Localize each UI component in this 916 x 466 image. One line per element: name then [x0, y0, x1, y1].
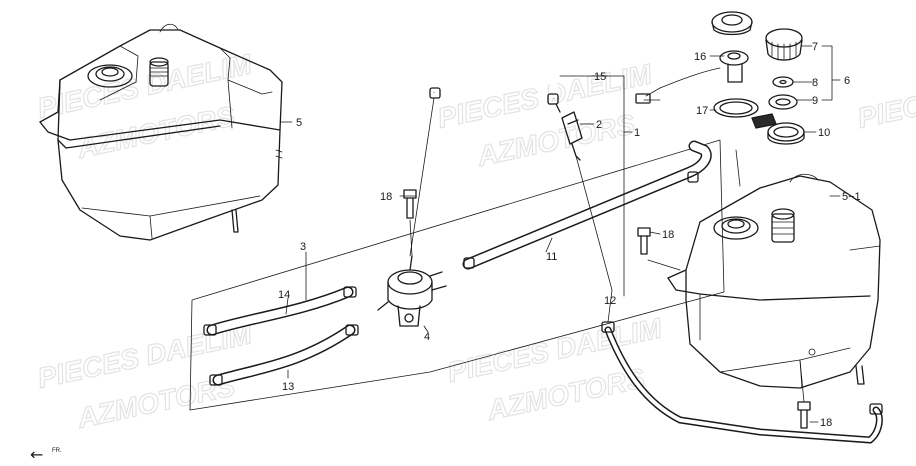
callout-numbers: 5 15 2 1 16 17 7 8 9 6 10 5−1 3 18 18 11…	[278, 41, 861, 429]
callout-2: 2	[596, 119, 602, 131]
callout-5-1: 5−1	[842, 191, 861, 203]
hose-11	[462, 140, 712, 270]
callout-17: 17	[696, 105, 708, 117]
callout-4: 4	[424, 331, 430, 343]
front-label: FR.	[52, 448, 62, 454]
leader-lines	[409, 75, 805, 403]
callout-18: 18	[820, 417, 832, 429]
callout-1: 1	[634, 127, 640, 139]
bolt-18-lower	[797, 401, 811, 429]
callout-8: 8	[812, 77, 818, 89]
callout-5: 5	[296, 117, 302, 129]
callout-15: 15	[594, 71, 606, 83]
hose-13	[209, 324, 359, 386]
callout-18: 18	[662, 229, 674, 241]
fuel-cock-4	[377, 255, 447, 327]
callout-9: 9	[812, 95, 818, 107]
fuel-filter-2	[561, 111, 583, 161]
fuel-tank-5-1	[667, 173, 881, 389]
group-bracket-6	[821, 45, 841, 101]
hose-14	[203, 286, 357, 336]
callout-13: 13	[282, 381, 294, 393]
assembly-outline-3	[189, 139, 725, 411]
front-arrow-icon: ←	[30, 445, 43, 464]
hose-12	[601, 321, 883, 444]
callout-12: 12	[604, 295, 616, 307]
cap-assembly	[635, 11, 805, 145]
watermark: PIECES DAELIM AZMOTORS PIECES DAELIM AZM…	[34, 48, 916, 435]
callout-3: 3	[300, 241, 306, 253]
watermark-line1: PIECES DAELIM	[855, 58, 916, 134]
callout-6: 6	[844, 75, 850, 87]
hose-15	[429, 43, 561, 113]
fuel-tank-5	[39, 23, 283, 241]
bolt-18-upper	[403, 189, 417, 219]
callout-11: 11	[546, 251, 557, 263]
callout-7: 7	[812, 41, 818, 53]
callout-10: 10	[818, 127, 830, 139]
bolt-18-middle	[637, 227, 651, 255]
callout-16: 16	[694, 51, 706, 63]
callout-18: 18	[380, 191, 392, 203]
callout-leaders	[279, 45, 841, 423]
callout-14: 14	[278, 289, 290, 301]
front-direction-marker: ← FR.	[30, 445, 62, 464]
